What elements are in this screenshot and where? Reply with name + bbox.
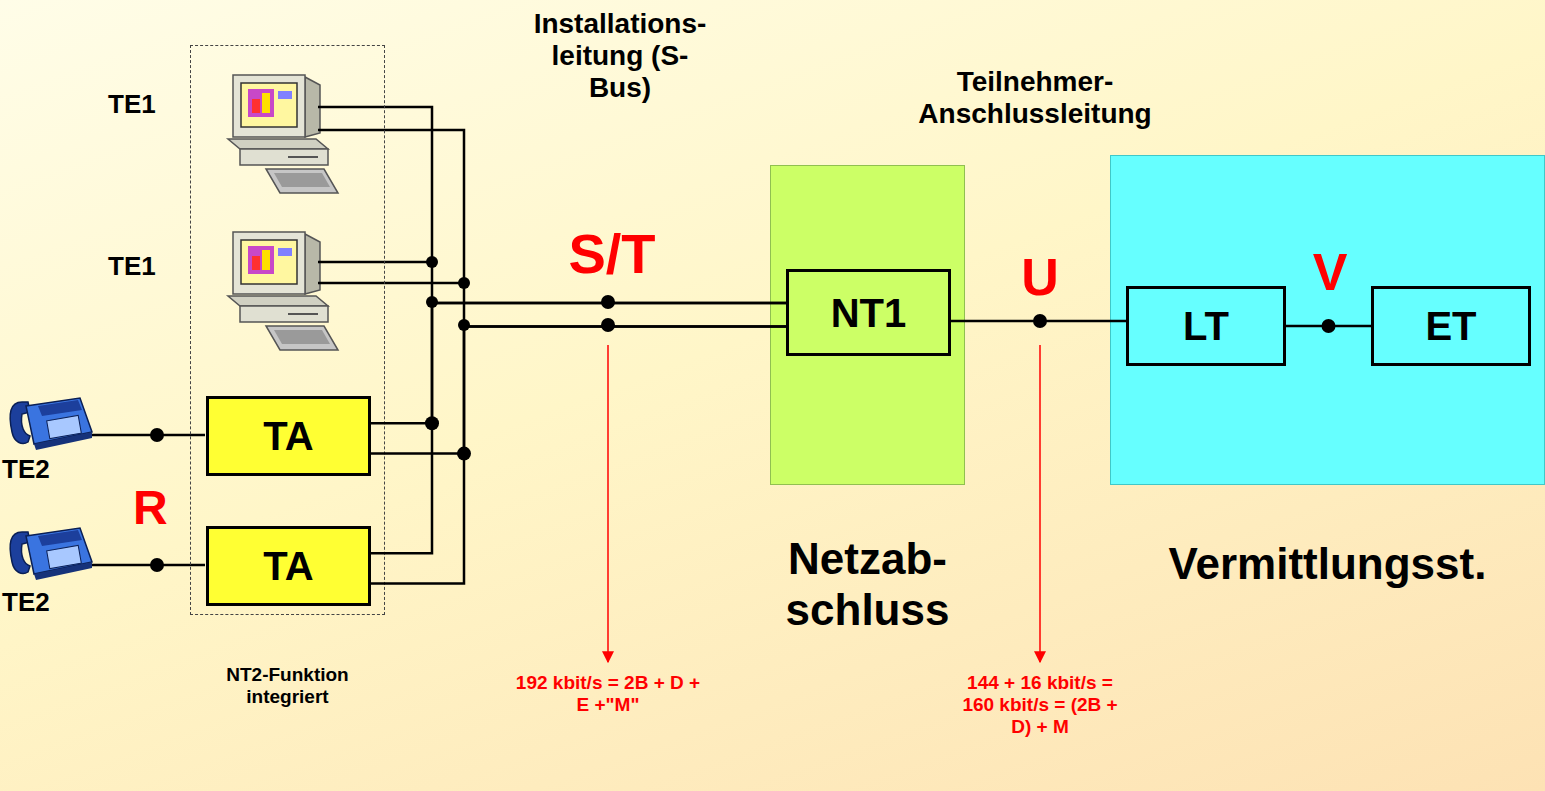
terminal-label: TE1 [108,252,156,282]
group-caption: Netzab- schluss [786,534,950,635]
termination-box: NT1 [786,269,951,356]
box-label: NT1 [831,290,907,336]
junction-dot [425,416,439,430]
adapter-box: TA [206,396,371,476]
computer-icon [228,75,338,193]
network-termination-band: Netzab- schlussNT1 [770,165,965,485]
wire [371,303,786,553]
box-label: TA [263,543,313,589]
box-label: LT [1183,303,1229,349]
line-heading: Installations- leitung (S-Bus) [534,8,707,105]
nt2-group: NT2-Funktion integriertTATA [190,45,385,615]
bus-connection [371,303,786,584]
group-caption: NT2-Funktion integriert [213,664,363,708]
phone-icon [10,398,92,450]
terminal-label: TE2 [2,455,50,485]
box-label: TA [263,413,313,459]
bitrate-note: 192 kbit/s = 2B + D + E +"M" [508,672,708,716]
reference-point: V [1313,243,1348,303]
reference-point: S/T [568,222,655,286]
terminal-label: TE2 [2,588,50,618]
adapter-box: TA [206,526,371,606]
line-termination-box: LT [1126,286,1286,366]
terminal-label: TE1 [108,90,156,120]
bus-wires [92,107,464,565]
box-label: ET [1425,303,1476,349]
computer-icon [228,232,338,350]
reference-point: R [133,480,168,535]
reference-point: U [1021,248,1059,308]
junction-dot [1033,314,1047,328]
line-heading: Teilnehmer- Anschlussleitung [918,66,1151,130]
exchange-termination-box: ET [1371,286,1531,366]
bitrate-note: 144 + 16 kbit/s = 160 kbit/s = (2B + D) … [950,672,1130,738]
wire [371,326,786,583]
group-caption: Vermittlungsst. [1169,539,1487,590]
junction-dot [1322,319,1336,333]
junction-dots [425,314,1336,461]
junction-dot [457,447,471,461]
phone-icon [10,528,92,580]
